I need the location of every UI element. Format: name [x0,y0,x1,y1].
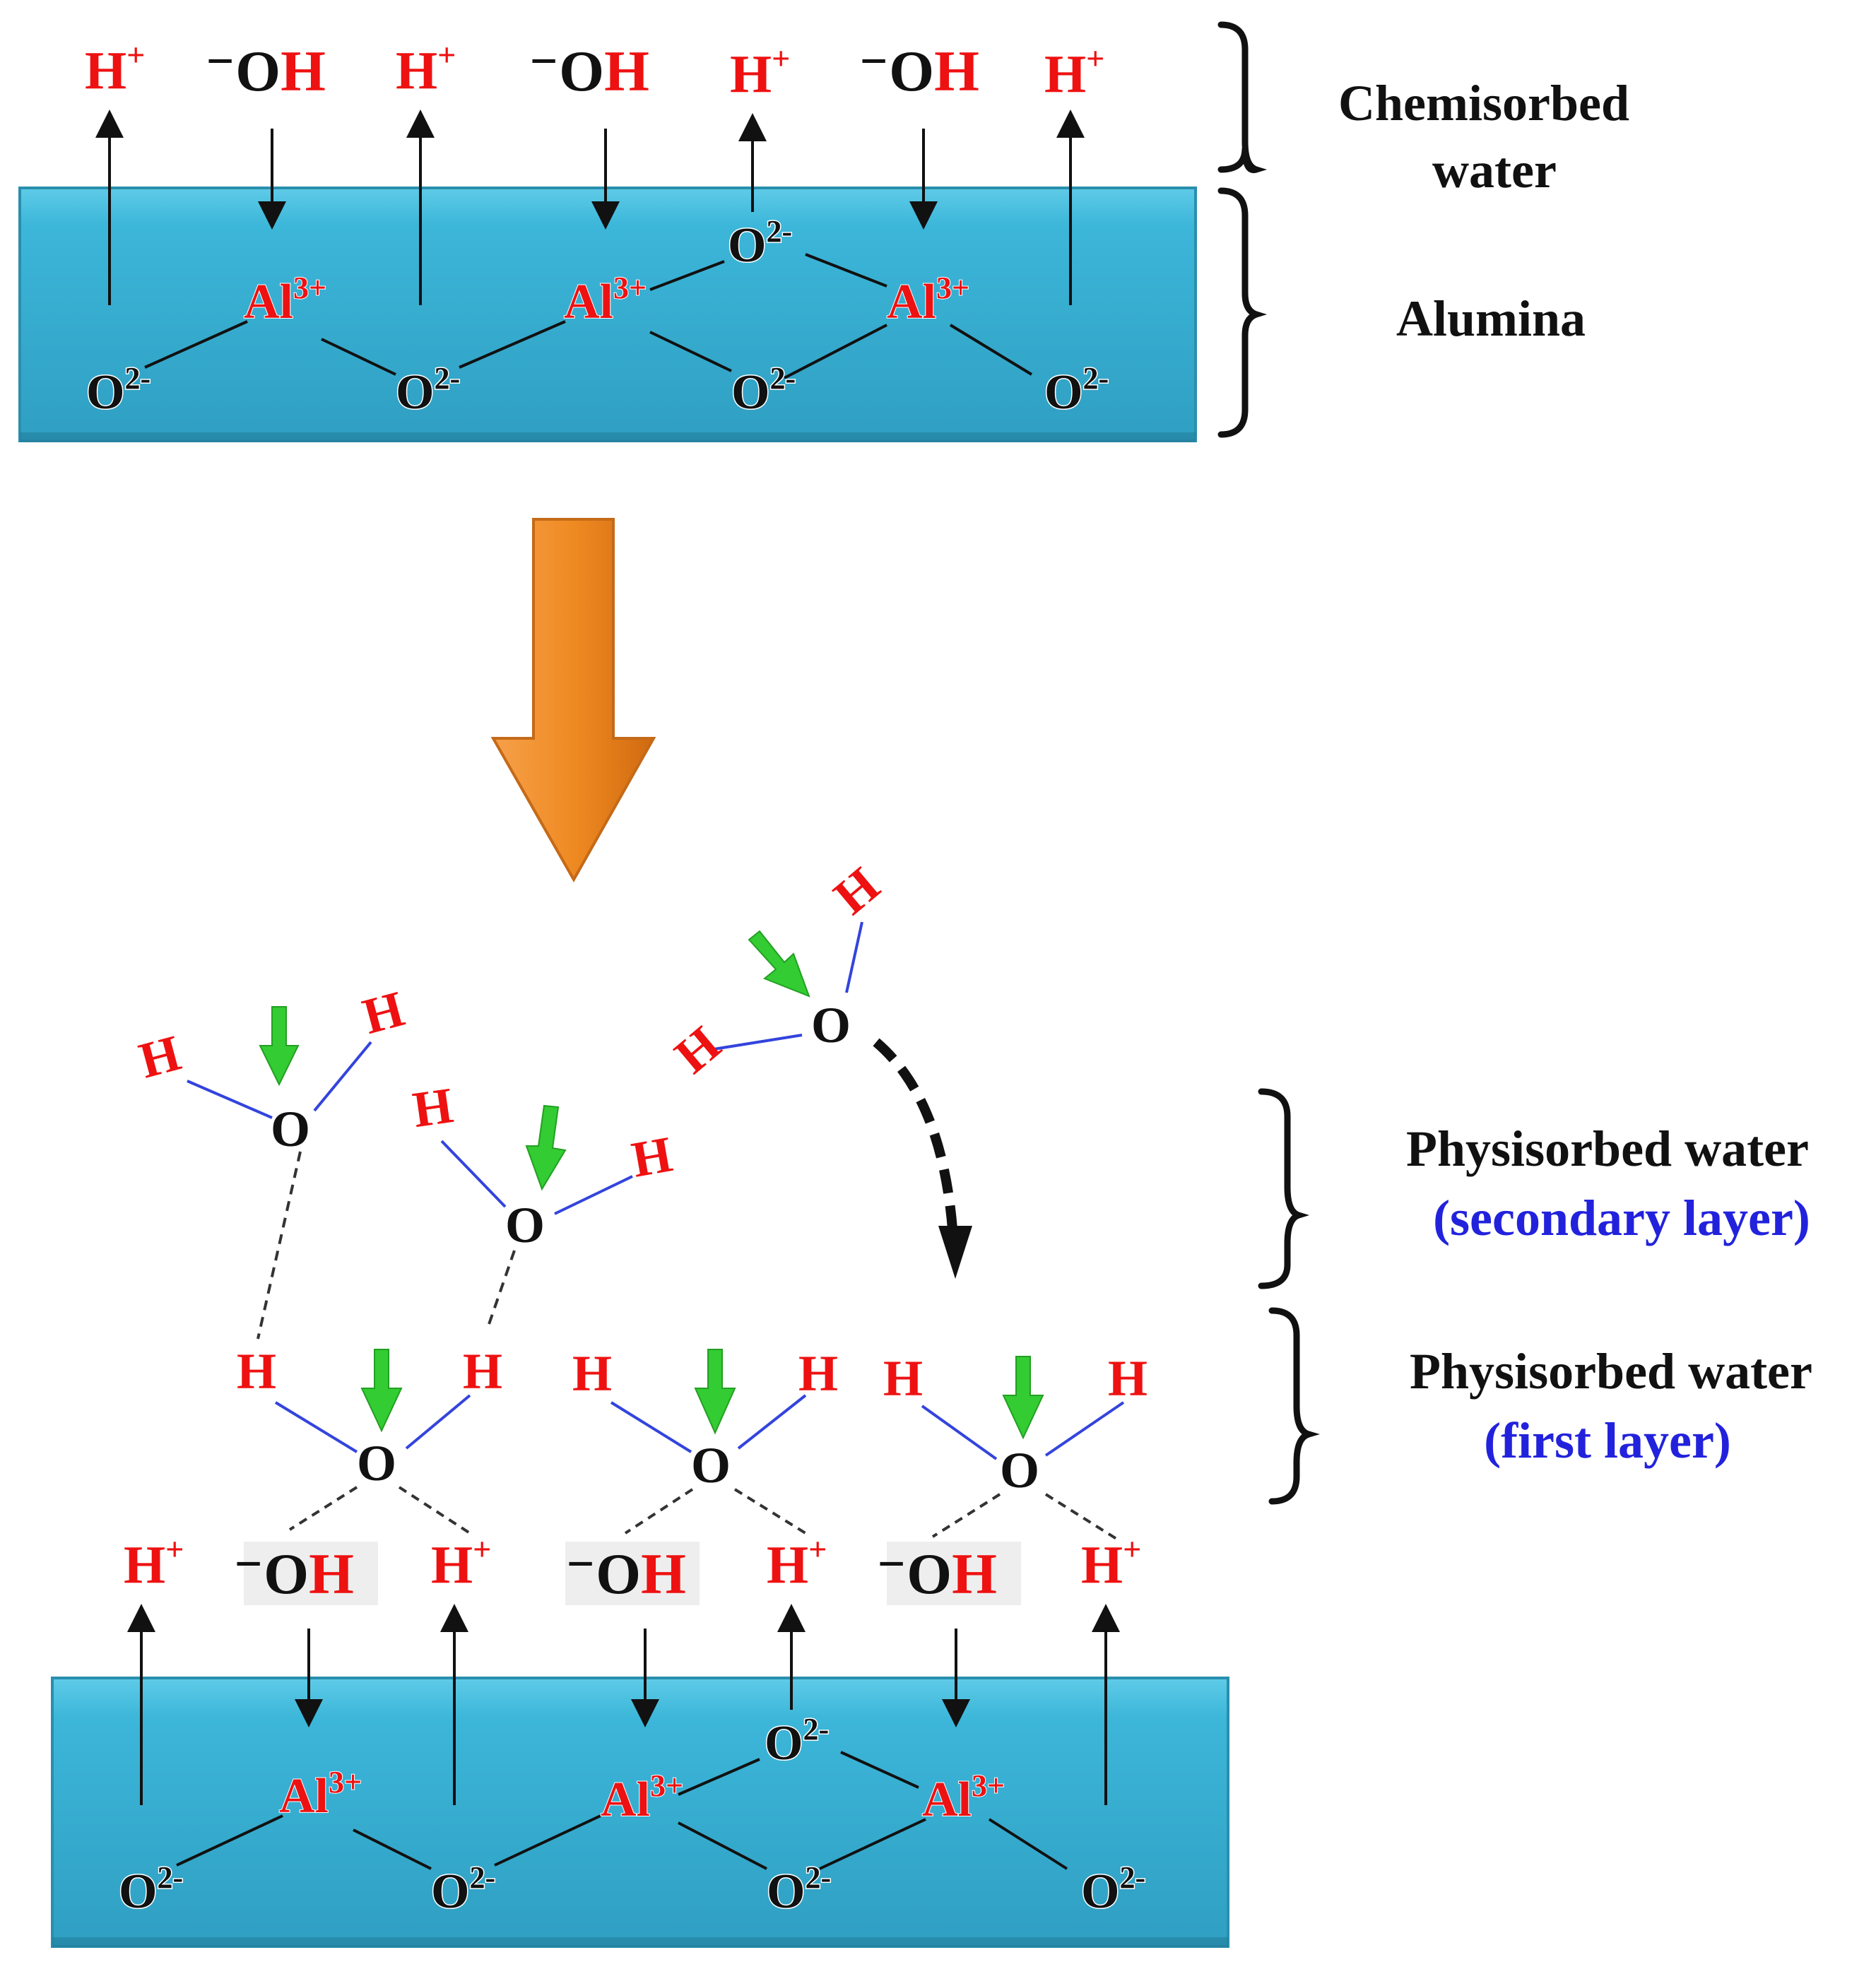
label-physisorbed-secondary: Physisorbed water [1406,1121,1809,1177]
brace-physisorbed-secondary [1258,1088,1310,1289]
lattice-bonds-bottom [176,1751,1068,1870]
svg-text:O: O [1000,1442,1039,1499]
alumina-slab-top [18,187,1197,442]
svg-text:O: O [271,1101,310,1157]
brace-chemisorbed [1217,21,1268,174]
svg-text:H+: H+ [85,37,145,100]
svg-text:H: H [572,1345,612,1402]
svg-text:H+: H+ [124,1531,184,1595]
svg-text:H: H [627,1125,676,1188]
svg-text:H: H [463,1343,502,1400]
label-secondary-layer: (secondary layer) [1433,1190,1810,1246]
svg-text:H: H [1108,1350,1148,1407]
svg-text:O2-: O2- [767,1860,831,1919]
water-molecule-incoming: H H O [664,856,972,1279]
svg-text:H: H [664,1015,731,1084]
hydrogen-bonds-first [288,1486,1118,1540]
water-molecule-first-2: H H O [572,1345,838,1494]
svg-text:H: H [409,1077,456,1138]
exchange-arrows-top [95,110,1085,305]
lattice-ions-bottom: Al3+ Al3+ Al3+ O2- O2- O2- O2- O2- [118,1711,1147,1920]
al-ion: Al3+ Al3+ Al3+ [243,270,970,330]
water-molecule-secondary-b: H H O [409,1077,676,1253]
svg-text:O2-: O2- [731,361,796,420]
o-ion: O2- O2- O2- O2- O2- [118,1711,1147,1920]
svg-text:Al3+: Al3+ [244,271,326,329]
lattice-bonds-top [144,253,1033,379]
svg-text:H: H [237,1343,276,1400]
label-first-layer: (first layer) [1484,1412,1731,1469]
svg-text:O: O [357,1435,396,1491]
svg-text:O2-: O2- [765,1712,829,1771]
svg-text:⁻OH: ⁻OH [205,39,326,103]
chemisorbed-ions-top: H+ ⁻OH H+ ⁻OH H+ ⁻OH H+ [85,37,1104,104]
svg-text:O2-: O2- [86,361,151,420]
svg-text:H: H [883,1350,923,1407]
brace-alumina [1217,187,1268,438]
brace-physisorbed-first [1268,1307,1320,1505]
svg-text:O2-: O2- [1081,1860,1145,1919]
process-arrow-icon [490,518,656,883]
svg-text:⁻OH: ⁻OH [876,1542,997,1606]
label-alumina: Alumina [1396,290,1586,347]
svg-text:O2-: O2- [431,1860,495,1919]
svg-text:H+: H+ [730,40,790,104]
label-chemisorbed: Chemisorbed [1338,75,1629,131]
svg-text:H+: H+ [396,37,456,100]
svg-text:O: O [811,997,851,1053]
svg-text:⁻OH: ⁻OH [233,1542,354,1606]
water-molecule-first-1: H H O [237,1343,502,1491]
label-physisorbed-first: Physisorbed water [1410,1343,1812,1400]
o-ion: O2- O2- O2- O2- O2- [85,213,1110,421]
water-molecule-first-3: H H O [883,1350,1148,1499]
hydrogen-bonds-secondary [256,1151,516,1340]
svg-text:O: O [505,1197,545,1253]
svg-text:O2-: O2- [728,214,792,273]
svg-text:H: H [357,980,410,1045]
svg-text:H+: H+ [767,1531,827,1595]
lattice-ions-top: Al3+ Al3+ Al3+ O2- O2- O2- O2- O2- [85,213,1110,421]
svg-text:⁻OH: ⁻OH [529,39,649,103]
svg-text:Al3+: Al3+ [922,1768,1005,1827]
svg-text:H+: H+ [431,1531,491,1595]
svg-text:H: H [798,1345,838,1402]
svg-text:Al3+: Al3+ [601,1768,683,1827]
svg-text:Al3+: Al3+ [279,1765,362,1824]
al-ion: Al3+ Al3+ Al3+ [278,1764,1005,1828]
svg-text:H: H [823,856,890,925]
exchange-arrows-bottom [127,1604,1120,1805]
svg-text:O: O [691,1437,731,1494]
svg-text:Al3+: Al3+ [564,271,647,329]
svg-text:H: H [134,1024,187,1089]
svg-text:O2-: O2- [119,1860,183,1919]
svg-text:⁻OH: ⁻OH [565,1542,686,1606]
svg-text:H+: H+ [1081,1531,1141,1595]
water-molecule-secondary-a: H H O [134,980,410,1157]
surface-ions-bottom: H+ ⁻OH H+ ⁻OH H+ ⁻OH H+ [124,1531,1141,1606]
svg-text:Al3+: Al3+ [887,271,969,329]
svg-text:H+: H+ [1044,40,1104,104]
svg-text:⁻OH: ⁻OH [859,39,979,103]
label-chemisorbed-water: water [1432,142,1557,199]
svg-text:O2-: O2- [396,361,460,420]
svg-text:O2-: O2- [1044,361,1109,420]
